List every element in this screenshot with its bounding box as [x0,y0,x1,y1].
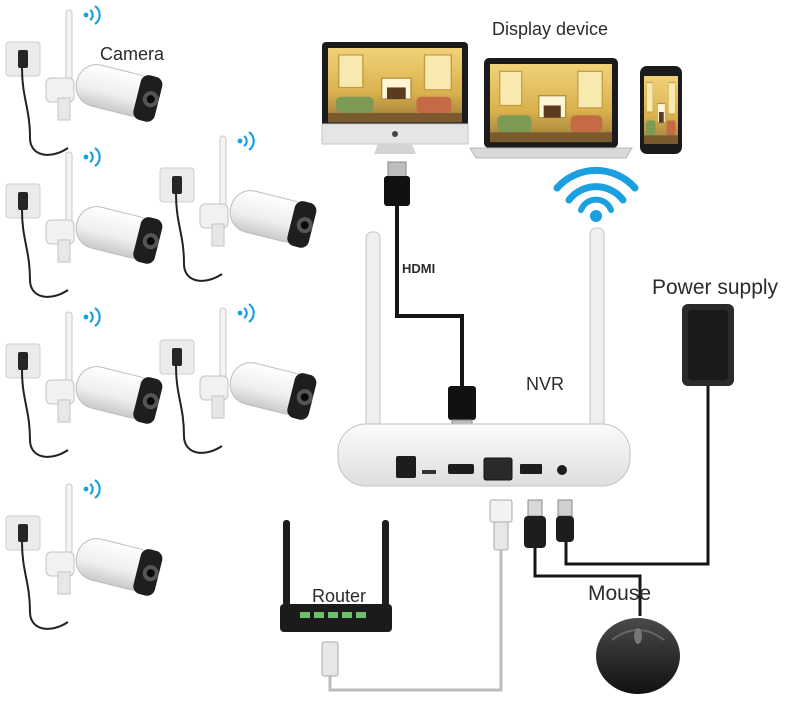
phone [640,66,682,154]
nvr-device [337,227,631,487]
usb-plug-icon [524,499,546,548]
camera-3 [158,130,320,282]
mouse-device [596,618,680,694]
mouse-label: Mouse [588,582,652,605]
monitor [321,42,469,154]
camera-label: Camera [100,44,165,64]
camera-1 [4,4,166,156]
camera-6 [4,478,166,630]
dc-plug-icon [556,499,574,542]
display-device-label: Display device [492,19,609,39]
ethernet-cable [328,550,503,692]
camera-5 [158,302,320,454]
power-supply-adapter [564,304,734,566]
wifi-signal-icon [553,166,639,222]
laptop [469,58,633,159]
router-label: Router [312,586,367,606]
router-device [280,520,392,677]
nvr-label: NVR [526,374,565,394]
hdmi-label: HDMI [402,261,436,276]
usb-cable [533,548,642,616]
power-supply-label: Power supply [652,276,779,299]
hdmi-cable [384,161,476,435]
rj45-plug-icon [489,499,513,551]
camera-4 [4,306,166,458]
camera-2 [4,146,166,298]
